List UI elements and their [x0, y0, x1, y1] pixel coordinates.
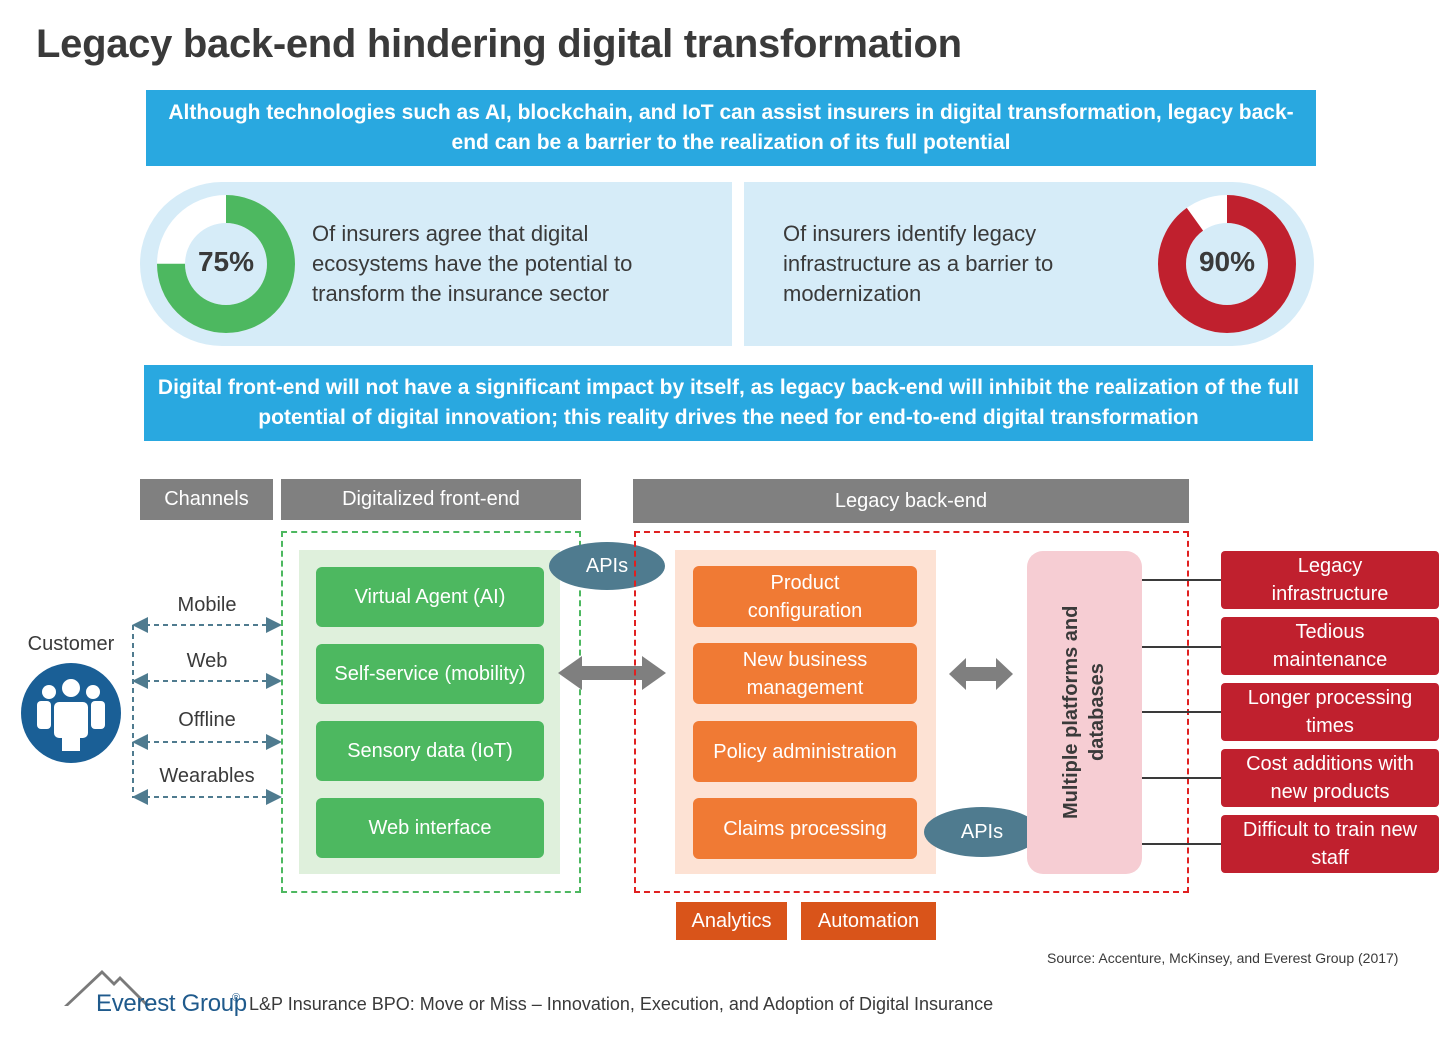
issue-legacy-infrastructure: Legacy infrastructure	[1221, 551, 1439, 609]
backend-item-policy-administration: Policy administration	[693, 721, 917, 782]
everest-mountain-logo	[64, 970, 150, 1006]
channel-mobile: Mobile	[177, 594, 237, 616]
connector-line-4	[1142, 777, 1222, 779]
issue-tedious-maintenance: Tedious maintenance	[1221, 617, 1439, 675]
issue-longer-processing: Longer processing times	[1221, 683, 1439, 741]
page-title: Legacy back-end hindering digital transf…	[36, 22, 962, 66]
registered-mark: ®	[232, 992, 241, 1004]
header-frontend: Digitalized front-end	[281, 479, 581, 520]
frontend-item-web-interface: Web interface	[316, 798, 544, 858]
connector-line-2	[1142, 646, 1222, 648]
backend-item-claims-processing: Claims processing	[693, 798, 917, 859]
connector-line-3	[1142, 711, 1222, 713]
channel-wearables: Wearables	[159, 765, 255, 787]
header-backend: Legacy back-end	[633, 479, 1189, 523]
platforms-label: Multiple platforms and databases	[1060, 605, 1108, 820]
header-channels: Channels	[140, 479, 273, 520]
tag-analytics: Analytics	[676, 902, 787, 940]
stat-value-left: 75%	[197, 246, 255, 277]
issue-cost-additions: Cost additions with new products	[1221, 749, 1439, 807]
customer-label: Customer	[27, 633, 115, 655]
top-banner-text: Although technologies such as AI, blockc…	[168, 101, 1294, 154]
channel-connectors	[132, 617, 282, 805]
stat-text-right: Of insurers identify legacy infrastructu…	[783, 221, 1054, 306]
frontend-item-virtual-agent: Virtual Agent (AI)	[316, 567, 544, 627]
channel-web: Web	[186, 650, 228, 672]
footer-text: L&P Insurance BPO: Move or Miss – Innova…	[249, 994, 994, 1014]
issue-difficult-to-train: Difficult to train new staff	[1221, 815, 1439, 873]
donut-90	[1158, 195, 1296, 333]
connector-line-1	[1142, 579, 1222, 581]
tag-automation: Automation	[801, 902, 936, 940]
apis-bottom: APIs	[924, 807, 1040, 857]
platforms-box	[1027, 551, 1142, 874]
source-note: Source: Accenture, McKinsey, and Everest…	[1047, 950, 1399, 966]
channel-offline: Offline	[178, 709, 236, 731]
frontend-backend-arrow	[558, 656, 666, 690]
frontend-item-sensory-data: Sensory data (IoT)	[316, 721, 544, 781]
backend-item-product-configuration: Product configuration	[693, 566, 917, 627]
middle-banner: Digital front-end will not have a signif…	[144, 365, 1313, 441]
apis-top: APIs	[549, 542, 665, 590]
frontend-container	[281, 531, 581, 893]
frontend-item-self-service: Self-service (mobility)	[316, 644, 544, 704]
connector-line-5	[1142, 843, 1222, 845]
backend-platforms-arrow	[949, 658, 1013, 690]
donut-75	[157, 195, 295, 333]
customer-icon	[21, 663, 121, 763]
stat-value-right: 90%	[1198, 246, 1256, 277]
top-banner: Although technologies such as AI, blockc…	[146, 90, 1316, 166]
backend-item-new-business: New business management	[693, 643, 917, 704]
middle-banner-text: Digital front-end will not have a signif…	[157, 376, 1300, 429]
everest-logo-text: Everest Group	[96, 990, 247, 1017]
stat-text-left: Of insurers agree that digital ecosystem…	[312, 221, 633, 306]
